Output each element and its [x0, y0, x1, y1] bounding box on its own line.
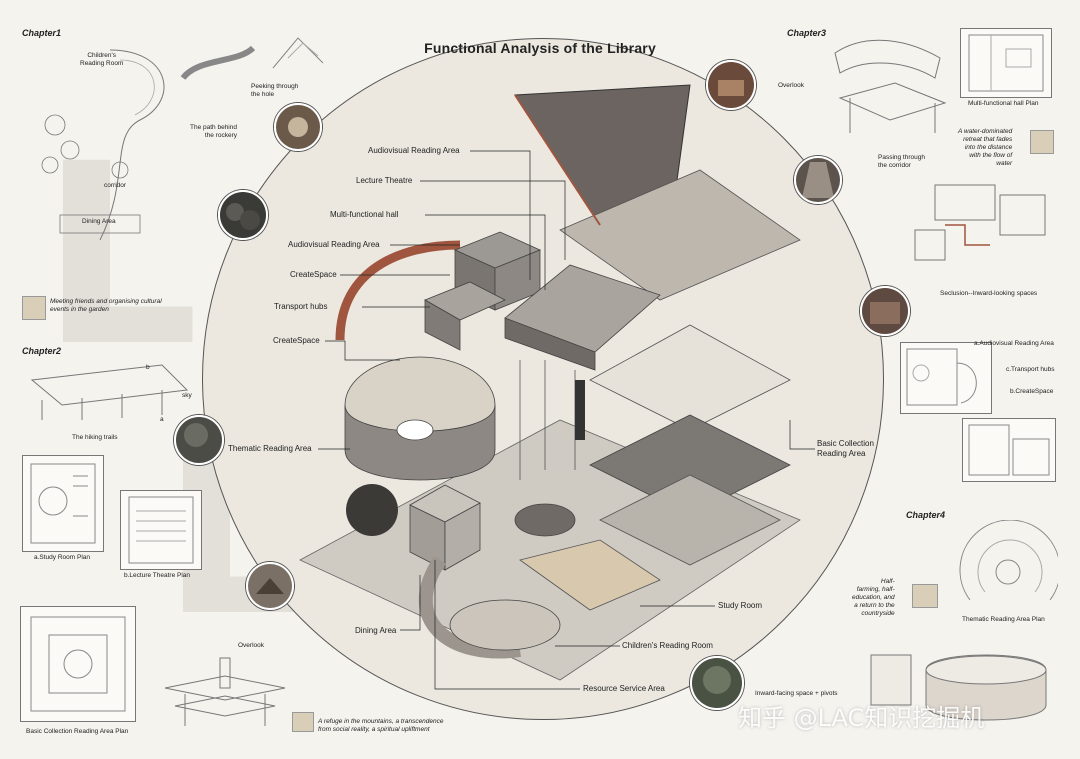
- hiking-trail-sketch: [30, 364, 189, 420]
- study-plaza: [519, 539, 661, 611]
- photo-overlook-left: [246, 562, 294, 610]
- photo-hiking: [174, 415, 224, 465]
- createspace-plan: [962, 418, 1056, 482]
- photo-overlook-right: [706, 60, 756, 110]
- audiovisual-plan: [900, 342, 992, 414]
- label-c-transport: c.Transport hubs: [1006, 366, 1055, 373]
- dining-block-side: [444, 502, 481, 571]
- thematic-plan-sketch: [959, 520, 1058, 601]
- label-createspace-2: CreateSpace: [273, 336, 320, 345]
- chapter2-heading: Chapter2: [22, 346, 62, 356]
- label-b-createspace: b.CreateSpace: [1010, 388, 1054, 395]
- label-lecture-theatre: Lecture Theatre: [356, 176, 413, 185]
- label-a: a: [160, 416, 164, 423]
- label-audiovisual-top: Audiovisual Reading Area: [368, 146, 460, 155]
- label-dining-area: Dining Area: [82, 218, 116, 225]
- note-half-farming: Half- farming, half- education, and a re…: [852, 578, 895, 617]
- leader-lines: [318, 150, 815, 690]
- label-sky: sky: [182, 392, 192, 399]
- label-study-plan: a.Study Room Plan: [34, 554, 91, 561]
- label-createspace-1: CreateSpace: [290, 270, 337, 279]
- thematic-cylinder-body: [344, 404, 496, 481]
- label-childrens: Children's Reading Room: [622, 641, 713, 650]
- round-court: [514, 503, 576, 537]
- label-b: b: [146, 364, 150, 371]
- childrens-room-sketch: [41, 49, 165, 241]
- label-audiovisual-mid: Audiovisual Reading Area: [288, 240, 380, 249]
- photo-seclusion: [860, 286, 910, 336]
- chapter1-heading: Chapter1: [22, 28, 62, 38]
- study-room-plan: [22, 455, 104, 552]
- thematic-volume-sketch: [870, 654, 1047, 721]
- pavilion-sketch: [164, 657, 286, 726]
- multi-hall-sketch: [834, 39, 947, 133]
- lecture-floor: [559, 169, 801, 301]
- childrens-disc: [449, 599, 561, 651]
- collection-floor-top: [589, 324, 791, 431]
- multi-hall-front: [504, 317, 596, 371]
- photo-inward: [690, 656, 744, 710]
- peek-sketch: [272, 37, 324, 69]
- label-path-behind: The path behind the rockery: [190, 124, 237, 139]
- photo-corridor: [794, 156, 842, 204]
- tree-canopy: [346, 484, 398, 536]
- basic-collection-plan: [20, 606, 136, 722]
- thematic-inner-ring: [396, 419, 434, 441]
- chapter4-heading: Chapter4: [906, 510, 946, 520]
- chapter3-heading: Chapter3: [787, 28, 827, 38]
- label-overlook-left: Overlook: [238, 642, 265, 649]
- label-resource: Resource Service Area: [583, 684, 665, 693]
- label-basic-plan: Basic Collection Reading Area Plan: [26, 728, 129, 735]
- label-a-audiovisual: a.Audiovisual Reading Area: [974, 340, 1054, 347]
- label-multi-hall: Multi-functional hall: [330, 210, 399, 219]
- note-meeting: Meeting friends and organising cultural …: [50, 298, 162, 313]
- collection-floor-low: [599, 474, 781, 566]
- label-seclusion: Seclusion--Inward-looking spaces: [940, 290, 1038, 297]
- label-hiking: The hiking trails: [72, 434, 118, 441]
- multi-hall-plan: [960, 28, 1052, 98]
- label-peeking: Peeking through the hole: [251, 83, 299, 98]
- label-overlook-right: Overlook: [778, 82, 805, 89]
- transport-block: [424, 299, 461, 351]
- lecture-rust-edge: [514, 94, 601, 226]
- lecture-theatre-plan: [120, 490, 202, 570]
- note-refuge: A refuge in the mountains, a transcenden…: [318, 718, 444, 733]
- label-childrens-reading-room: Children's Reading Room: [80, 52, 124, 67]
- label-multi-plan: Multi-functional hall Plan: [968, 100, 1039, 107]
- label-inward-facing: Inward-facing space + pivots: [755, 690, 838, 697]
- diagram-title: Functional Analysis of the Library: [424, 40, 656, 56]
- label-thematic-plan: Thematic Reading Area Plan: [962, 616, 1045, 623]
- label-lecture-plan: b.Lecture Theatre Plan: [124, 572, 191, 579]
- core-column: [575, 380, 585, 440]
- seclusion-sketch: [914, 184, 1046, 261]
- garden-thumbnail: [22, 296, 46, 320]
- label-study-room: Study Room: [718, 601, 763, 610]
- label-corridor: corridor: [104, 182, 127, 189]
- farming-thumbnail: [912, 584, 938, 608]
- water-thumbnail: [1030, 130, 1054, 154]
- curved-path-sketch: [180, 45, 256, 81]
- label-passing: Passing through the corridor: [878, 154, 925, 169]
- curved-ramp: [418, 556, 521, 659]
- mountain-thumbnail: [292, 712, 314, 732]
- curved-arch: [335, 240, 461, 341]
- label-basic-collection: Basic Collection Reading Area: [817, 439, 874, 458]
- note-water: A water-dominated retreat that fades int…: [958, 128, 1013, 167]
- label-transport-hubs: Transport hubs: [274, 302, 328, 311]
- photo-rockery: [218, 190, 268, 240]
- label-dining: Dining Area: [355, 626, 397, 635]
- zhihu-watermark: 知乎 @LAC知识挖掘机: [738, 704, 985, 732]
- label-thematic: Thematic Reading Area: [228, 444, 312, 453]
- photo-hole: [274, 103, 322, 151]
